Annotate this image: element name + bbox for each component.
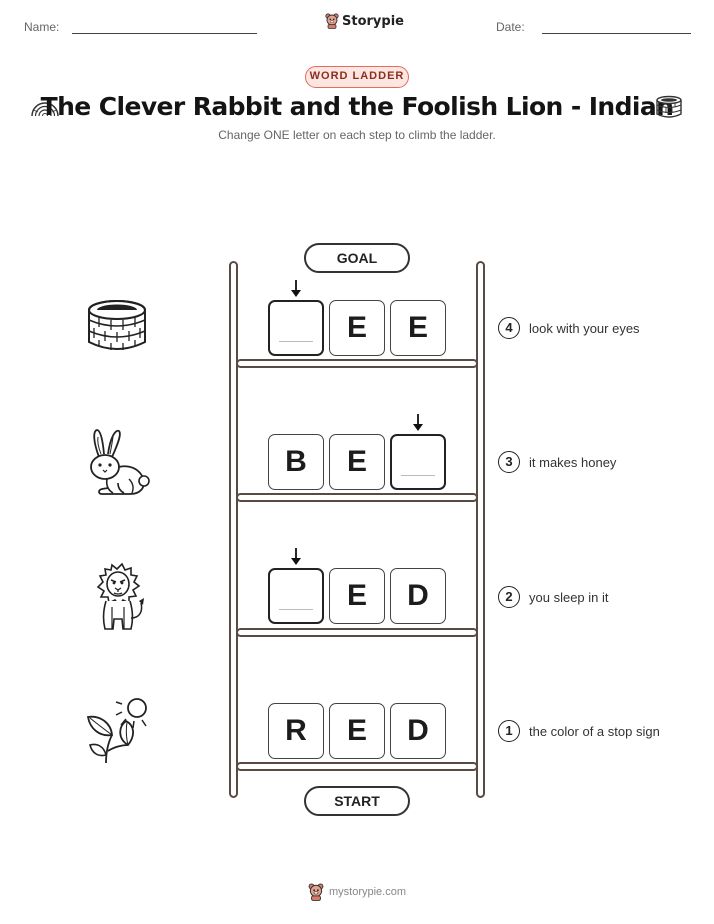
brand-logo: Storypie: [325, 13, 404, 29]
step-number-badge: 3: [498, 451, 520, 473]
instructions: Change ONE letter on each step to climb …: [218, 128, 496, 142]
letter-tile: B: [268, 434, 324, 490]
step-clue: look with your eyes: [529, 321, 640, 336]
letter-tile: D: [390, 703, 446, 759]
arrow-down-icon: [413, 414, 423, 431]
date-line[interactable]: [542, 33, 691, 34]
ladder-rung: [236, 628, 478, 637]
start-label: START: [304, 786, 410, 816]
letter-tile: E: [329, 568, 385, 624]
letter-tile: E: [329, 300, 385, 356]
ladder-rung: [236, 493, 478, 502]
bear-mascot-icon: [325, 13, 339, 29]
step-number-badge: 2: [498, 586, 520, 608]
date-label: Date:: [496, 20, 525, 34]
letter-tile: E: [329, 703, 385, 759]
rainbow-icon: [31, 102, 59, 117]
ladder-rung: [236, 762, 478, 771]
arrow-down-icon: [291, 280, 301, 297]
arrow-down-icon: [291, 548, 301, 565]
letter-tile-blank[interactable]: [268, 568, 324, 624]
letter-tile: E: [390, 300, 446, 356]
bear-mascot-icon: [308, 883, 324, 901]
letter-tile: R: [268, 703, 324, 759]
ladder-left-rail: [229, 261, 238, 798]
well-small-icon: [656, 95, 682, 118]
letter-tile-blank[interactable]: [390, 434, 446, 490]
step-clue: it makes honey: [529, 455, 617, 470]
rabbit-icon: [90, 429, 150, 495]
lion-icon: [96, 563, 144, 630]
footer: mystorypie.com: [308, 883, 406, 901]
step-clue: you sleep in it: [529, 590, 609, 605]
step-clue: the color of a stop sign: [529, 724, 660, 739]
footer-url[interactable]: mystorypie.com: [329, 886, 407, 898]
letter-tile: D: [390, 568, 446, 624]
sun-and-leaves-icon: [86, 698, 147, 764]
name-line[interactable]: [72, 33, 257, 34]
word-ladder-badge: WORD LADDER: [305, 66, 409, 88]
ladder-right-rail: [476, 261, 485, 798]
letter-tile-blank[interactable]: [268, 300, 324, 356]
name-label: Name:: [24, 20, 60, 34]
brand-name: Storypie: [342, 13, 404, 29]
goal-label: GOAL: [304, 243, 410, 273]
letter-tile: E: [329, 434, 385, 490]
step-number-badge: 4: [498, 317, 520, 339]
well-icon: [88, 300, 146, 350]
step-number-badge: 1: [498, 720, 520, 742]
ladder-rung: [236, 359, 478, 368]
page-title: The Clever Rabbit and the Foolish Lion -…: [40, 92, 674, 121]
